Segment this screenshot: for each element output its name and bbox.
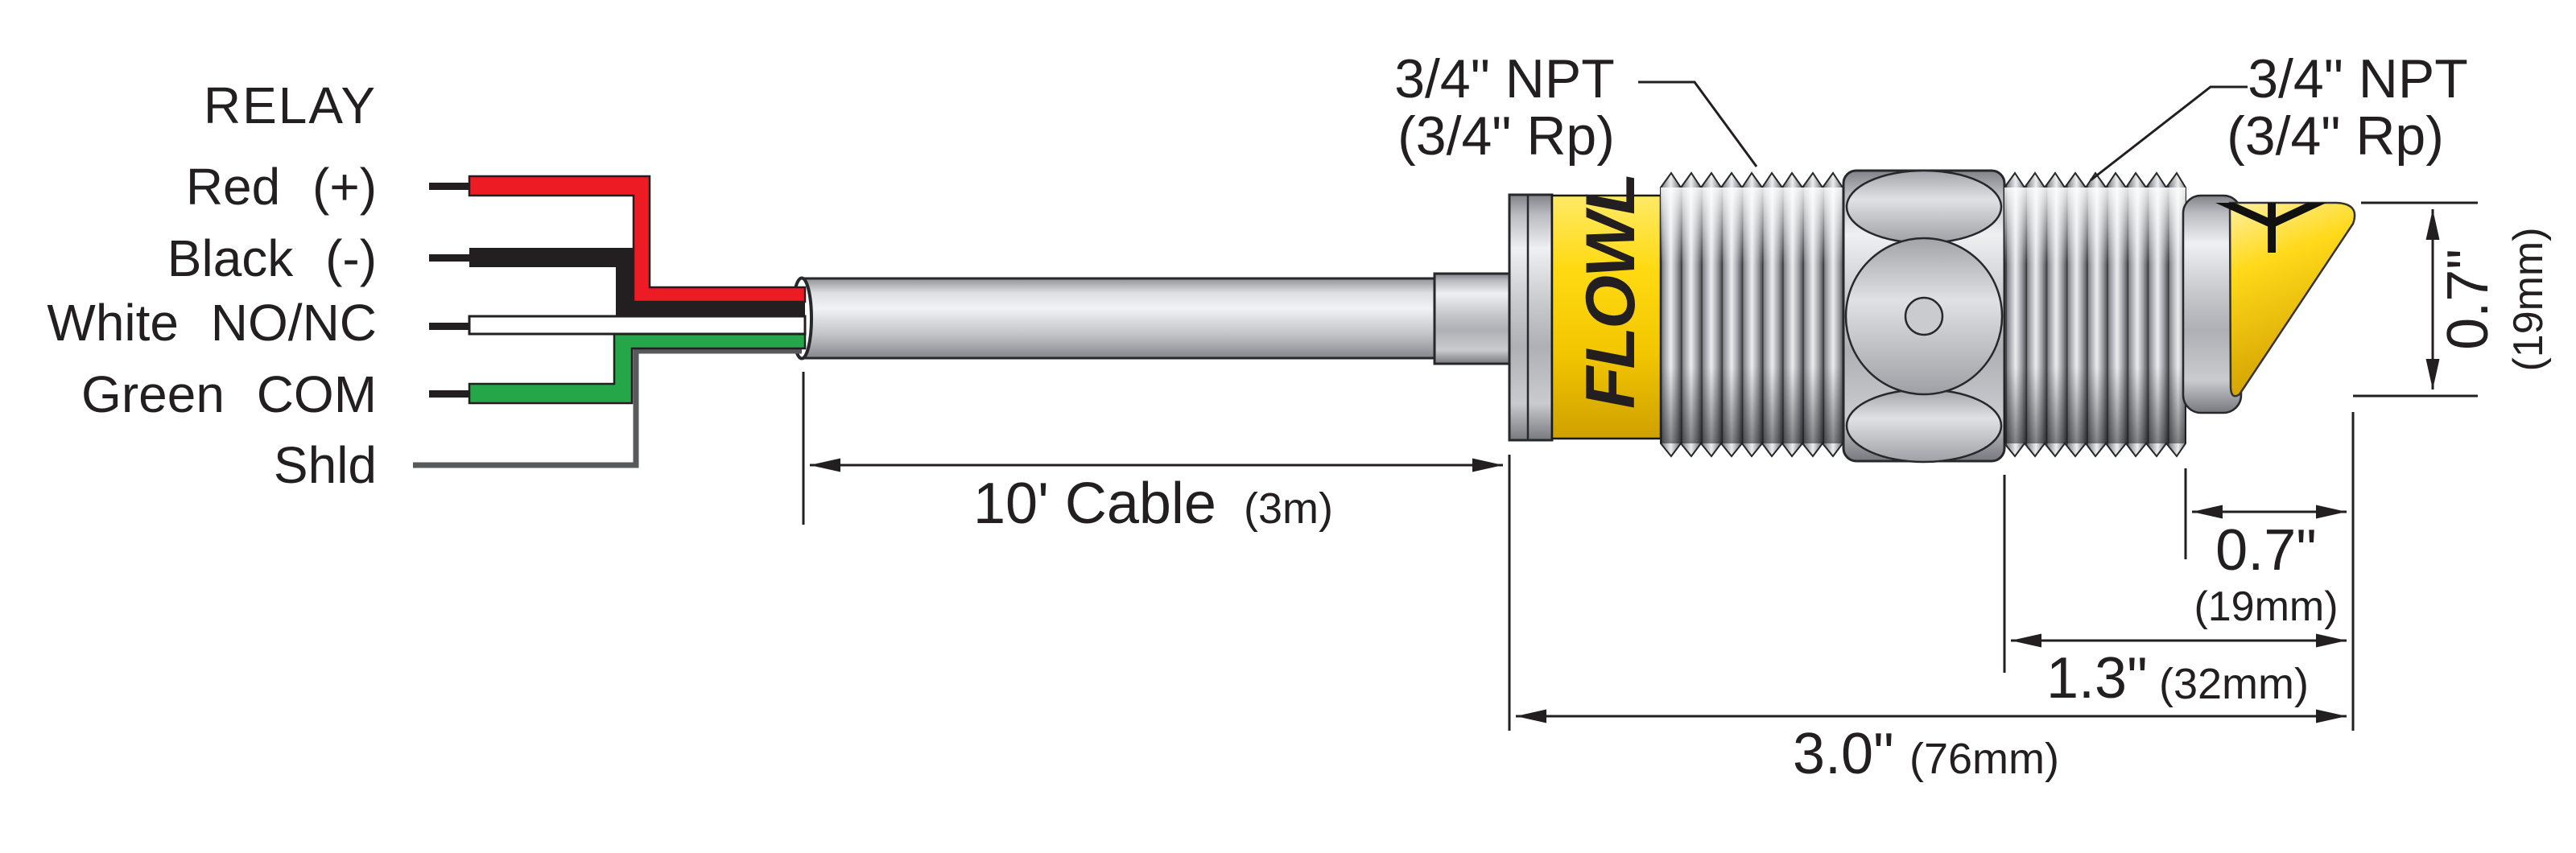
wire-label-white: White NO/NC xyxy=(47,294,377,352)
sensor-body: FLOWL xyxy=(1508,169,2356,464)
dim-overall-metric: (76mm) xyxy=(1909,735,2059,783)
npt-front-line1: 3/4" NPT xyxy=(1394,48,1615,109)
valve-symbol-stem xyxy=(2268,203,2276,253)
lead-green xyxy=(429,390,472,398)
dim-height-value: 0.7" xyxy=(2436,249,2500,350)
cable-assembly xyxy=(791,272,1511,365)
dim-height-metric: (19mm) xyxy=(2505,227,2552,371)
dim-tip-value: 0.7" xyxy=(2215,518,2317,583)
brand-band xyxy=(1550,194,1662,440)
lead-white xyxy=(429,323,472,330)
wire-label-red: Red (+) xyxy=(186,158,377,216)
dimension-lines xyxy=(802,201,2478,731)
dim-cable-metric: (3m) xyxy=(1244,484,1333,533)
dim-thread-to-tip-metric: (32mm) xyxy=(2159,660,2309,708)
back-cap xyxy=(1508,193,1554,442)
hex-flat-bottom xyxy=(1845,388,2003,464)
wire-lead-ticks xyxy=(429,183,472,398)
hex-nut xyxy=(1842,169,2006,464)
valve-symbol-right-wing xyxy=(2268,203,2326,230)
npt-callouts xyxy=(1638,80,2248,182)
wire-green xyxy=(468,332,807,405)
dim-overall-value: 3.0" xyxy=(1793,722,1894,786)
thread-front-shading xyxy=(1661,187,1843,443)
wire-label-shield: Shld xyxy=(274,436,377,494)
cone-tip xyxy=(2228,201,2356,398)
wire-label-black: Black (-) xyxy=(167,229,377,287)
dim-tip-metric: (19mm) xyxy=(2194,583,2338,630)
cable-jacket xyxy=(800,277,1437,360)
lead-black xyxy=(429,254,472,262)
wires xyxy=(413,175,807,468)
npt-rear-line1: 3/4" NPT xyxy=(2248,48,2468,109)
brand-logo-text: FLOWL xyxy=(1572,175,1649,409)
hex-flat-top xyxy=(1845,169,2003,245)
wire-red xyxy=(468,175,807,303)
leader-npt-front xyxy=(1638,80,1758,167)
hex-center-dimple xyxy=(1904,296,1944,336)
relay-title: RELAY xyxy=(204,76,377,134)
wire-label-green: Green COM xyxy=(81,365,377,423)
npt-rear-line2: (3/4" Rp) xyxy=(2227,105,2444,167)
wire-black xyxy=(469,248,805,317)
wire-white xyxy=(468,315,807,336)
thread-front xyxy=(1660,171,1844,458)
npt-labels: 3/4" NPT (3/4" Rp) 3/4" NPT (3/4" Rp) xyxy=(1394,48,2468,167)
npt-front-line2: (3/4" Rp) xyxy=(1397,105,1615,167)
strain-relief xyxy=(1433,272,1511,365)
thread-rear xyxy=(2004,171,2186,458)
valve-symbol-left-wing xyxy=(2215,203,2276,230)
valve-symbol-icon xyxy=(2215,203,2326,253)
dim-cable-value: 10' Cable xyxy=(973,472,1216,536)
dimension-labels: 10' Cable (3m) 0.7" (19mm) 1.3" (32mm) 3… xyxy=(973,227,2552,786)
leader-npt-rear xyxy=(2090,85,2248,182)
relay-wiring-legend: RELAY Red (+) Black (-) White NO/NC Gree… xyxy=(47,76,377,494)
wire-shield xyxy=(413,348,802,468)
dim-thread-to-tip-value: 1.3" xyxy=(2046,646,2148,711)
lead-red xyxy=(429,183,472,190)
thread-rear-shading xyxy=(2004,187,2186,443)
